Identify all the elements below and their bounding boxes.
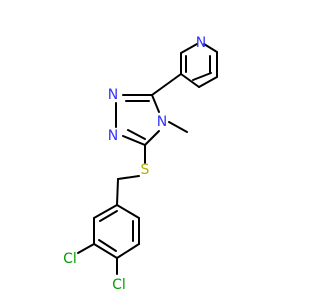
chlorine-2-label: Cl xyxy=(112,277,126,293)
bond-pyridine-3 xyxy=(203,43,218,53)
bond-benzene-6 xyxy=(116,204,140,219)
triazole-nitrogen-2-label: N xyxy=(108,128,118,144)
bond-methyl xyxy=(168,121,188,133)
bond-pyridine-inner-3 xyxy=(192,72,212,81)
bond-pyridine-2 xyxy=(180,43,198,54)
triazole-nitrogen-4-label: N xyxy=(157,114,167,130)
bond-pyridine-6 xyxy=(180,73,200,88)
bond-benzene-1 xyxy=(93,204,118,219)
atom-labels: N N N N S Cl Cl xyxy=(63,35,206,293)
bond-triazole-4 xyxy=(144,130,160,146)
bonds xyxy=(77,43,218,275)
pyridine-nitrogen-label: N xyxy=(196,35,206,51)
bond-ch2-benzene xyxy=(116,178,119,206)
bond-triazole-5 xyxy=(151,94,160,113)
bond-benzene-inner-1 xyxy=(99,210,118,222)
bond-triazole-3-inner xyxy=(127,129,146,140)
bond-pyridine-5 xyxy=(198,76,218,88)
bond-sulfur-ch2 xyxy=(117,175,140,180)
bond-pyridine-triazole xyxy=(151,73,182,96)
bond-benzene-4 xyxy=(116,243,140,259)
bond-chlorine-1 xyxy=(77,243,95,254)
bond-benzene-3 xyxy=(93,243,118,259)
bond-benzene-inner-2 xyxy=(98,239,117,252)
bond-triazole-3 xyxy=(122,135,146,146)
chlorine-1-label: Cl xyxy=(63,251,77,267)
triazole-nitrogen-1-label: N xyxy=(108,87,118,103)
chemical-structure-diagram: N N N N S Cl Cl xyxy=(63,35,218,293)
sulfur-label: S xyxy=(141,162,150,178)
